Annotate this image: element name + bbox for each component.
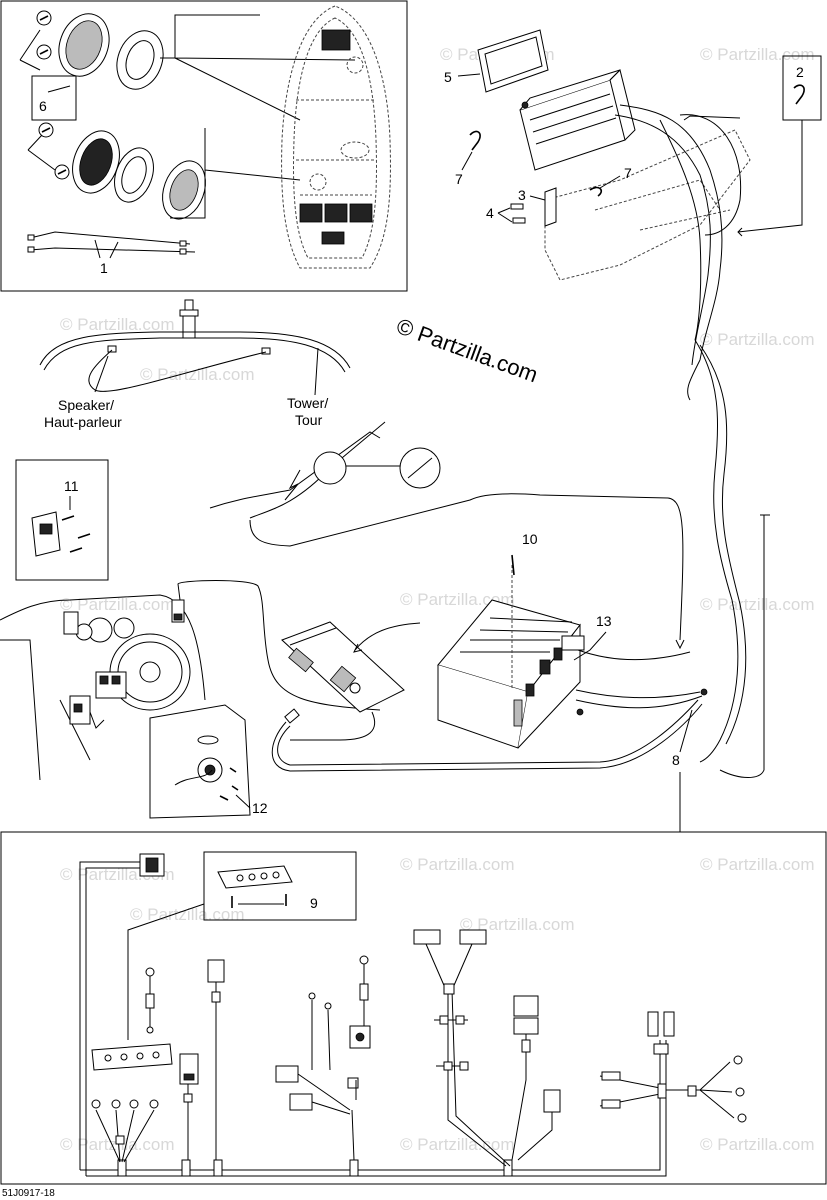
amplifier [437,599,585,749]
callout-2: 2 [796,64,804,80]
stereo-bezel-5 [477,29,549,93]
speaker-label-line2: Haut-parleur [44,414,122,430]
callout-6-box [31,75,77,121]
watermark: © Partzilla.com [700,855,815,874]
speaker-label-line1: Speaker/ [58,397,114,413]
callout-11-box [15,459,109,581]
clip-7a [469,130,481,151]
watermark: © Partzilla.com [140,365,255,384]
main-harness-right [694,339,739,763]
callout-12: 12 [252,800,268,816]
callout-5: 5 [444,69,452,85]
main-watermark: © Partzilla.com [393,313,541,387]
bracket-3 [544,187,557,227]
watermark: © Partzilla.com [460,915,575,934]
screw-10 [511,554,515,576]
panel-12-detail [149,704,251,819]
stereo-unit [519,69,636,171]
tower-assembly [39,299,351,392]
callout-1: 1 [100,260,108,276]
watermark: © Partzilla.com [400,1135,515,1154]
watermark: © Partzilla.com [400,590,515,609]
callout-9-box [203,851,357,921]
speaker-wire-harness [27,231,196,259]
watermark: © Partzilla.com [700,595,815,614]
watermark: © Partzilla.com [700,1135,815,1154]
callout-6: 6 [39,98,47,114]
figure-code: 51J0917-18 [2,1188,55,1199]
switch-bracket-11 [31,511,91,557]
aux-module [281,621,405,741]
callout-3: 3 [518,187,526,203]
callout-7b: 7 [624,165,632,181]
callout-9: 9 [310,895,318,911]
rca-cable [277,699,699,766]
watermark: © Partzilla.com [130,905,245,924]
watermark: © Partzilla.com [60,315,175,334]
callout-4: 4 [486,205,494,221]
tower-connector-detail [209,421,685,650]
leader-lines-upper [160,14,356,121]
callout-7a: 7 [455,171,463,187]
dash-panel-outline [544,129,751,281]
dashboard-console [0,594,206,781]
watermark: © Partzilla.com [60,595,175,614]
watermark: © Partzilla.com [700,330,815,349]
callout-10: 10 [522,531,538,547]
clip-7b [589,186,603,197]
aux-cable [171,580,381,711]
callout-8: 8 [672,752,680,768]
callout-13: 13 [596,613,612,629]
watermark: © Partzilla.com [700,45,815,64]
watermark: © Partzilla.com [400,855,515,874]
callout-11: 11 [64,478,79,494]
tower-label-line2: Tour [295,412,323,428]
screw-4b [512,217,526,224]
speaker-inset-box [0,0,408,292]
upper-speaker-group [19,10,164,90]
main-wiring-harness [79,853,747,1177]
harness-inset-box [0,831,827,1185]
switch-panel-9 [217,865,293,908]
clip-2 [793,84,805,105]
boat-hull [281,5,391,269]
leader-lines-lower [170,128,301,219]
screw-4a [510,203,524,210]
tower-label-line1: Tower/ [287,395,328,411]
lower-speaker-group [27,122,206,220]
stereo-wire-harness [619,104,723,361]
